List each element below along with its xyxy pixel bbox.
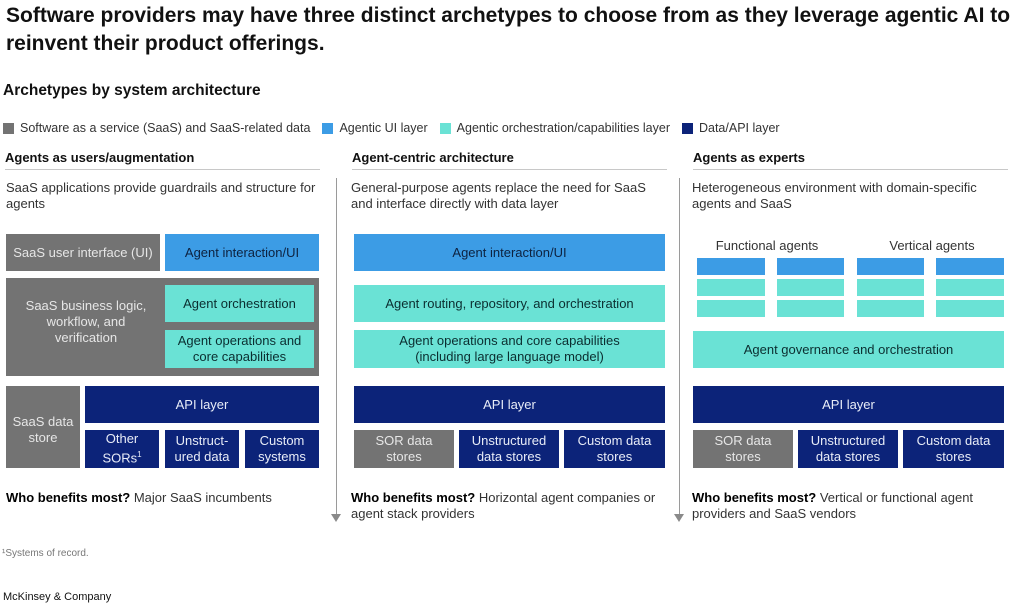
- column-heading: Agent-centric architecture: [352, 148, 667, 170]
- vertical-agent-capabilities-cell: [857, 300, 924, 317]
- benefit-value: Major SaaS incumbents: [130, 490, 272, 505]
- functional-agent-orchestration-cell: [777, 279, 844, 296]
- legend-label: Software as a service (SaaS) and SaaS-re…: [20, 121, 311, 135]
- legend-swatch-agentic-ui: [322, 122, 334, 134]
- column-heading: Agents as experts: [693, 148, 1008, 170]
- legend-item-saas: Software as a service (SaaS) and SaaS-re…: [3, 121, 310, 135]
- sor-data-stores-box: SOR data stores: [693, 430, 793, 468]
- custom-systems-box: Custom systems: [245, 430, 319, 468]
- legend-swatch-data-api: [681, 122, 693, 134]
- column-agents-as-users: Agents as users/augmentation SaaS applic…: [5, 148, 320, 211]
- benefit-text: Who benefits most? Vertical or functiona…: [692, 490, 1012, 522]
- vertical-agent-orchestration-cell: [936, 279, 1004, 296]
- agent-orchestration-box: Agent orchestration: [165, 285, 314, 322]
- custom-data-stores-box: Custom data stores: [564, 430, 665, 468]
- legend-label: Data/API layer: [698, 121, 780, 135]
- legend-label: Agentic orchestration/capabilities layer: [456, 121, 670, 135]
- api-layer-box: API layer: [693, 386, 1004, 423]
- column-description: SaaS applications provide guardrails and…: [6, 180, 316, 211]
- saas-logic-label: SaaS business logic, workflow, and verif…: [25, 298, 147, 345]
- vertical-agents-label: Vertical agents: [889, 238, 975, 253]
- legend-item-data-api: Data/API layer: [681, 121, 780, 135]
- unstructured-data-stores-box: Unstructured data stores: [459, 430, 559, 468]
- agent-ops-box: Agent operations and core capabilities (…: [354, 330, 665, 368]
- functional-agent-capabilities-cell: [777, 300, 844, 317]
- legend-item-orchestration: Agentic orchestration/capabilities layer: [439, 121, 670, 135]
- agent-ui-box: Agent interaction/UI: [165, 234, 319, 271]
- benefit-label: Who benefits most?: [351, 490, 476, 505]
- sor-data-stores-box: SOR data stores: [354, 430, 454, 468]
- chart-subtitle: Archetypes by system architecture: [3, 82, 261, 99]
- unstructured-data-box: Unstruct-ured data: [165, 430, 239, 468]
- benefit-label: Who benefits most?: [6, 490, 131, 505]
- functional-agent-ui-cell: [697, 258, 765, 275]
- benefit-label: Who benefits most?: [692, 490, 817, 505]
- page-title: Software providers may have three distin…: [6, 4, 1011, 55]
- other-sors-label: Other SORs: [102, 431, 139, 466]
- column-description: Heterogeneous environment with domain-sp…: [692, 180, 977, 211]
- agent-routing-box: Agent routing, repository, and orchestra…: [354, 285, 665, 322]
- functional-agent-ui-cell: [777, 258, 844, 275]
- benefit-text: Who benefits most? Horizontal agent comp…: [351, 490, 671, 522]
- other-sors-box: Other SORs1: [85, 430, 159, 468]
- legend-swatch-saas: [3, 122, 14, 134]
- vertical-agent-orchestration-cell: [857, 279, 924, 296]
- functional-agent-capabilities-cell: [697, 300, 765, 317]
- legend-label: Agentic UI layer: [339, 121, 428, 135]
- arrow-down-icon: [674, 514, 684, 522]
- column-heading: Agents as users/augmentation: [5, 148, 320, 170]
- footnote-marker: 1: [137, 450, 142, 460]
- functional-agent-orchestration-cell: [697, 279, 765, 296]
- column-agents-as-experts: Agents as experts Heterogeneous environm…: [692, 148, 1008, 211]
- footnote: ¹Systems of record.: [2, 548, 89, 559]
- arrow-down-icon: [331, 514, 341, 522]
- unstructured-data-stores-box: Unstructured data stores: [798, 430, 898, 468]
- vertical-agent-ui-cell: [936, 258, 1004, 275]
- vertical-agent-capabilities-cell: [936, 300, 1004, 317]
- column-divider: [679, 178, 680, 514]
- legend-item-agentic-ui: Agentic UI layer: [322, 121, 428, 135]
- benefit-text: Who benefits most? Major SaaS incumbents: [6, 490, 321, 506]
- agent-ui-box: Agent interaction/UI: [354, 234, 665, 271]
- agent-governance-box: Agent governance and orchestration: [693, 331, 1004, 368]
- saas-data-store-box: SaaS data store: [6, 386, 80, 468]
- legend: Software as a service (SaaS) and SaaS-re…: [3, 121, 792, 135]
- brand-logo-text: McKinsey & Company: [3, 591, 112, 603]
- saas-ui-box: SaaS user interface (UI): [6, 234, 160, 271]
- api-layer-box: API layer: [85, 386, 319, 423]
- column-divider: [336, 178, 337, 514]
- vertical-agent-ui-cell: [857, 258, 924, 275]
- column-description: General-purpose agents replace the need …: [351, 180, 646, 211]
- benefit-value: Vertical or functional agent providers a…: [692, 490, 974, 521]
- benefit-value: Horizontal agent companies or agent stac…: [351, 490, 656, 521]
- custom-data-stores-box: Custom data stores: [903, 430, 1004, 468]
- legend-swatch-orchestration: [439, 122, 451, 134]
- agent-ops-box: Agent operations and core capabilities: [165, 330, 314, 368]
- functional-agents-label: Functional agents: [715, 238, 819, 253]
- column-agent-centric: Agent-centric architecture General-purpo…: [351, 148, 667, 211]
- api-layer-box: API layer: [354, 386, 665, 423]
